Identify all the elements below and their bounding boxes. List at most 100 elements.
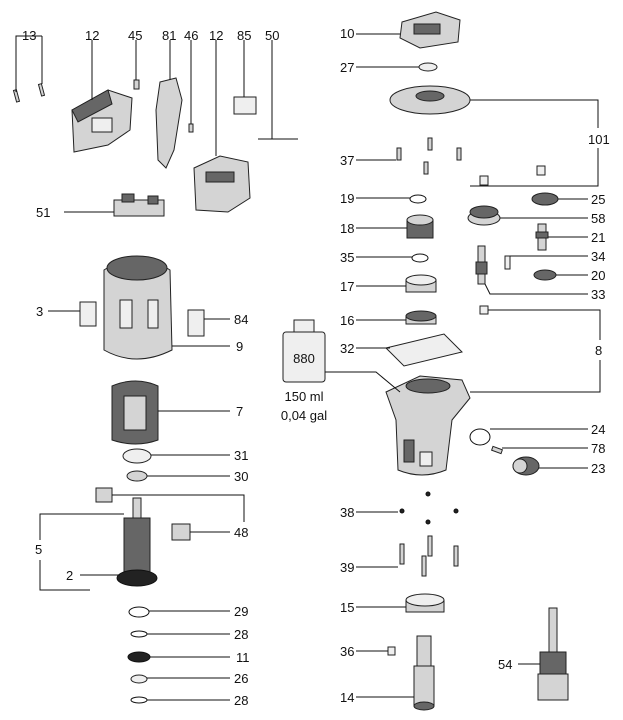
part-12-cover-right (193, 155, 251, 213)
part-7-stator (111, 380, 159, 445)
callout-7: 7 (236, 404, 243, 419)
callout-34: 34 (591, 249, 605, 264)
part-37-screws (396, 137, 462, 175)
callout-31: 31 (234, 448, 248, 463)
callout-15: 15 (340, 600, 354, 615)
part-8-gear-housing (385, 375, 471, 476)
part-30-ring (126, 470, 148, 482)
part-34-key (504, 255, 511, 270)
part-12-cover-left (71, 89, 133, 153)
part-78-pin (490, 445, 504, 455)
part-51-switch (113, 193, 165, 217)
callout-78: 78 (591, 441, 605, 456)
bottle-label: 880 (293, 351, 315, 366)
callout-11: 11 (236, 650, 250, 665)
part-11-bearing (127, 651, 151, 663)
callout-54: 54 (498, 657, 512, 672)
callout-45: 45 (128, 28, 142, 43)
part-17-bearing (405, 274, 437, 293)
callout-10: 10 (340, 26, 354, 41)
part-25-bearing (531, 192, 559, 206)
part-54-tool-holder (537, 607, 569, 701)
part-29-circlip (128, 606, 150, 618)
callout-2: 2 (66, 568, 73, 583)
callout-16: 16 (340, 313, 354, 328)
part-101-pin-a (479, 175, 489, 186)
part-36-key (387, 646, 396, 656)
part-35-ring (411, 253, 429, 263)
callout-38: 38 (340, 505, 354, 520)
callout-30: 30 (234, 469, 248, 484)
callout-labels: 13 12 45 81 46 12 85 50 10 27 101 37 25 … (22, 26, 610, 708)
callout-5: 5 (35, 542, 42, 557)
part-23-knob (512, 456, 540, 476)
callout-12-left: 12 (85, 28, 99, 43)
part-46-screw (188, 123, 194, 133)
callout-18: 18 (340, 221, 354, 236)
callout-28-top: 28 (234, 627, 248, 642)
part-85-label (233, 96, 257, 115)
part-84-label (187, 309, 205, 337)
part-10-cap (399, 11, 461, 49)
part-101-flange (389, 85, 471, 115)
part-14-spindle (413, 635, 435, 711)
callout-21: 21 (591, 230, 605, 245)
callout-101: 101 (588, 132, 610, 147)
bottle-volume-ml: 150 ml (284, 389, 323, 404)
part-39-screws (399, 535, 459, 577)
part-45-pin (133, 79, 140, 90)
callout-24: 24 (591, 422, 605, 437)
callout-84: 84 (234, 312, 248, 327)
callout-48: 48 (234, 525, 248, 540)
callout-17: 17 (340, 279, 354, 294)
bottle-volume-gal: 0,04 gal (281, 408, 327, 423)
part-32-gasket (385, 333, 463, 367)
callout-9: 9 (236, 339, 243, 354)
part-31-sleeve (122, 448, 152, 464)
part-58-gear (467, 205, 501, 226)
callout-33: 33 (591, 287, 605, 302)
callout-20: 20 (591, 268, 605, 283)
part-27-ring (418, 62, 438, 72)
callout-12-right: 12 (209, 28, 223, 43)
callout-46: 46 (184, 28, 198, 43)
callout-35: 35 (340, 250, 354, 265)
part-28-washer-top (130, 630, 148, 638)
part-48-brush-holder (95, 487, 191, 541)
callout-37: 37 (340, 153, 354, 168)
leader-lines (15, 33, 601, 701)
part-8-pin (479, 305, 489, 315)
callout-13: 13 (22, 28, 36, 43)
callout-58: 58 (591, 211, 605, 226)
part-21-shaft (535, 223, 549, 251)
callout-27: 27 (340, 60, 354, 75)
part-38-balls (399, 491, 459, 525)
part-16-bearing (405, 310, 437, 325)
callout-8: 8 (595, 343, 602, 358)
part-9-motor-housing (103, 255, 173, 360)
part-13-screws (12, 83, 46, 103)
callout-25: 25 (591, 192, 605, 207)
part-15-bearing (405, 593, 445, 613)
callout-81: 81 (162, 28, 176, 43)
part-81-handle (155, 77, 183, 169)
callout-85: 85 (237, 28, 251, 43)
callout-19: 19 (340, 191, 354, 206)
part-18-gear (406, 214, 434, 239)
part-33-spindle (475, 245, 488, 285)
part-26-ring (130, 674, 148, 684)
callout-14: 14 (340, 690, 354, 705)
part-3-label (79, 301, 97, 327)
callout-51: 51 (36, 205, 50, 220)
callout-36: 36 (340, 644, 354, 659)
part-101-pin-b (536, 165, 546, 176)
callout-29: 29 (234, 604, 248, 619)
callout-28-bottom: 28 (234, 693, 248, 708)
part-19-ring (409, 194, 427, 204)
callout-50: 50 (265, 28, 279, 43)
part-20-bearing (533, 269, 557, 281)
part-2-armature (116, 497, 158, 587)
part-28-washer-bottom (130, 696, 148, 704)
callout-32: 32 (340, 341, 354, 356)
